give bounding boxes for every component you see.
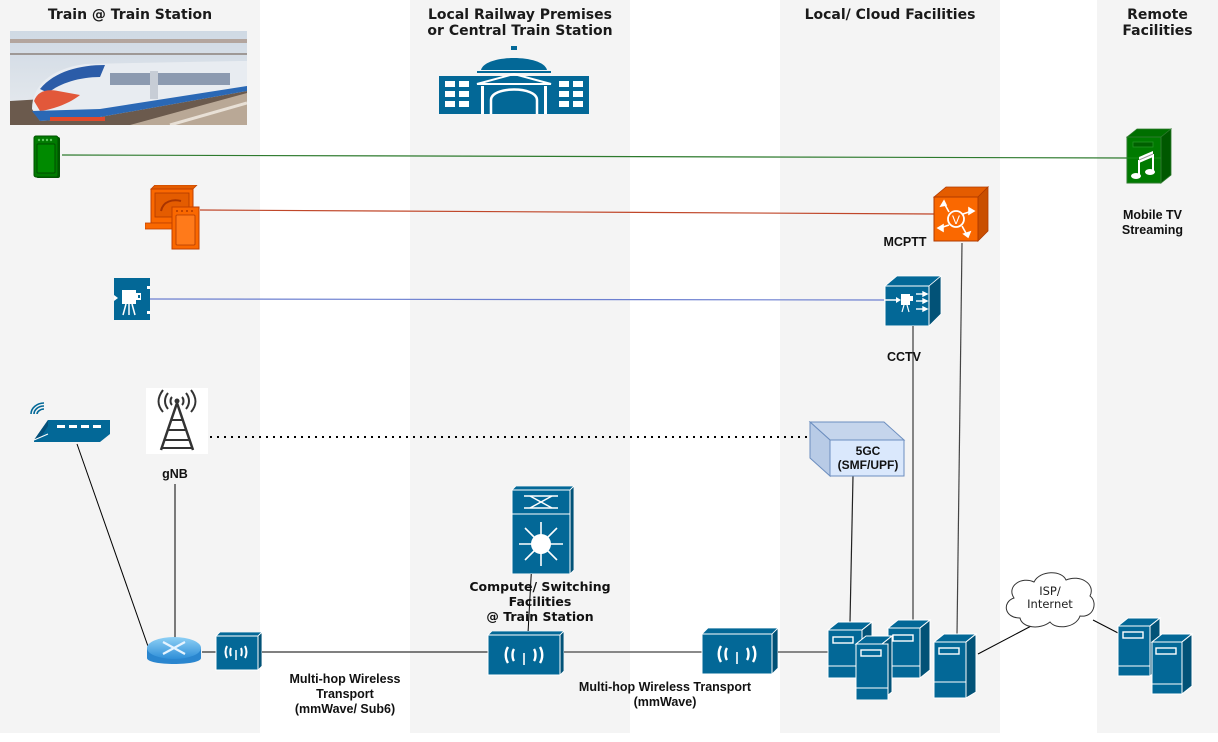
compute-switch-label: Compute/ Switching Facilities @ Train St… [469, 579, 611, 624]
zone-title-remote: Remote Facilities [1122, 7, 1193, 39]
cctv-server-icon [883, 275, 943, 326]
train-photo [10, 31, 247, 125]
server-icon [854, 634, 894, 700]
router-icon [147, 637, 201, 664]
zone-local-railway: Local Railway Premises or Central Train … [410, 0, 630, 733]
isp-cloud-label: ISP/ Internet [1027, 584, 1073, 611]
link-cctv [149, 298, 885, 301]
server-icon [1150, 632, 1194, 696]
link-mobile-tv [61, 154, 1128, 159]
core-5gc-label: 5GC (SMF/UPF) [837, 444, 899, 472]
transport-mmwave-label: Multi-hop Wireless Transport (mmWave) [578, 680, 752, 709]
server-cluster-icon [826, 618, 978, 700]
zone-title-local-cloud: Local/ Cloud Facilities [804, 7, 976, 23]
link-ap-router [76, 443, 151, 653]
cloud-radio-icon [701, 628, 778, 675]
link-server-isp [977, 623, 1036, 655]
zone-title-train: Train @ Train Station [47, 7, 213, 23]
station-radio-icon [487, 631, 564, 676]
mobile-tv-server-icon [1125, 128, 1173, 184]
isp-cloud-icon [1005, 572, 1095, 628]
transport-sub6-label: Multi-hop Wireless Transport (mmWave/ Su… [289, 672, 401, 716]
zone-local-cloud: Local/ Cloud Facilities [780, 0, 1000, 733]
mcptt-server-icon: V [932, 186, 989, 242]
mobile-tv-device-icon [33, 135, 60, 178]
svg-text:V: V [952, 213, 960, 227]
compute-switch-icon [511, 486, 574, 574]
remote-server-pair-icon [1116, 616, 1194, 696]
link-mcptt [199, 209, 935, 215]
gnb-label: gNB [162, 467, 188, 481]
station-building-icon [439, 46, 589, 114]
server-icon [932, 632, 978, 699]
server-icon [886, 618, 932, 680]
link-mcptt-server [956, 242, 963, 636]
mobile-tv-label: Mobile TV Streaming [1121, 208, 1184, 237]
link-isp-remote [1092, 619, 1121, 635]
zone-remote: Remote Facilities [1097, 0, 1218, 733]
train-radio-icon [215, 632, 262, 671]
wifi-access-point-icon [30, 402, 110, 442]
mcptt-terminal-icon [145, 185, 200, 250]
gnb-tower-icon [146, 388, 208, 454]
cctv-camera-icon [114, 278, 150, 320]
core-5gc-icon [808, 420, 906, 478]
zone-title-local-railway: Local Railway Premises or Central Train … [427, 7, 613, 39]
link-5gc-server [849, 475, 854, 623]
cctv-label: CCTV [886, 350, 922, 364]
server-icon [1116, 616, 1162, 678]
mcptt-label: MCPTT [883, 235, 927, 249]
